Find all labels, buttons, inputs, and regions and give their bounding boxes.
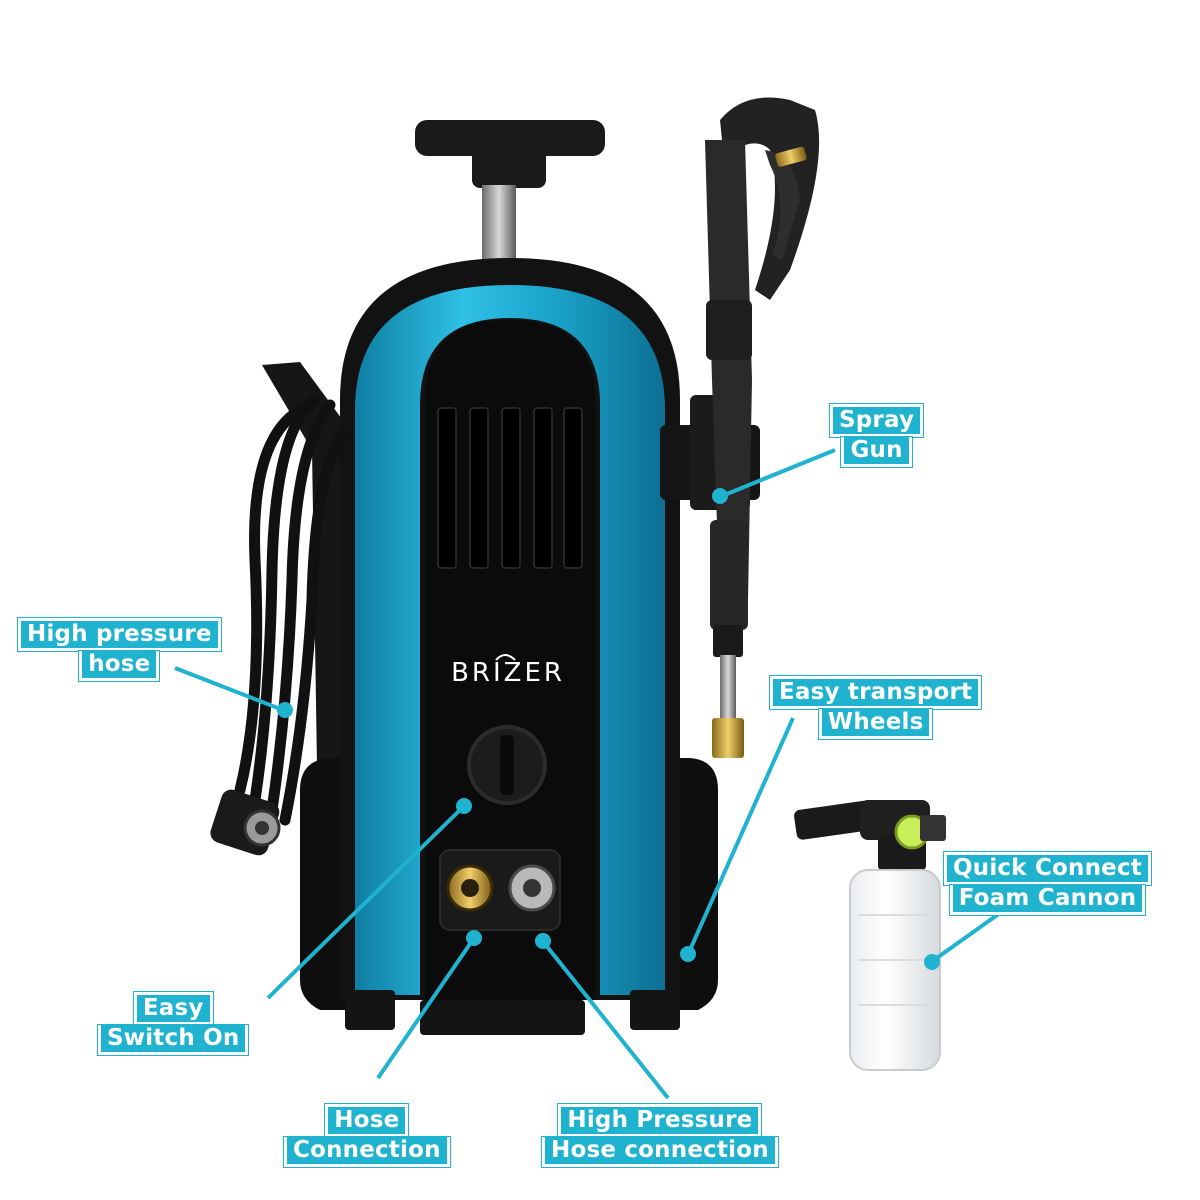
callout-easy-switch-on: Easy Switch On [98, 992, 249, 1055]
spray-gun[interactable] [660, 97, 820, 759]
callout-easy-transport-wheels: Easy transport Wheels [770, 676, 982, 739]
callout-line: Gun [841, 437, 912, 467]
gun-trigger[interactable] [765, 150, 800, 260]
callout-line: Connection [284, 1137, 450, 1167]
hose-coil [234, 394, 351, 826]
callout-line: Hose connection [542, 1137, 778, 1167]
callout-quick-connect-foam-cannon: Quick Connect Foam Cannon [944, 852, 1152, 915]
foam-cannon [794, 800, 946, 1071]
callout-line: Switch On [98, 1025, 249, 1055]
blue-band [355, 285, 665, 995]
callout-leaders [174, 448, 1002, 1100]
callout-line: hose [79, 651, 160, 681]
foam-cannon-nozzle [794, 800, 876, 840]
callout-line: High pressure [18, 618, 221, 651]
cooling-vents [437, 407, 583, 569]
foam-bottle [849, 869, 941, 1071]
callout-hose-connection: Hose Connection [284, 1104, 450, 1167]
callout-line: Foam Cannon [949, 885, 1146, 915]
callout-line: Spray [830, 404, 924, 437]
hose-fitting [210, 789, 281, 856]
callout-high-pressure-hose-connection: High Pressure Hose connection [542, 1104, 778, 1167]
callout-line: Easy [133, 992, 213, 1025]
callout-line: Quick Connect [944, 852, 1152, 885]
gun-wand [710, 520, 748, 630]
gun-grip [720, 97, 820, 300]
callout-line: Hose [325, 1104, 409, 1137]
callout-high-pressure-hose: High pressure hose [18, 618, 221, 681]
brand-logo: BRIZER [451, 658, 565, 688]
callout-line: Easy transport [770, 676, 982, 709]
telescopic-handle-grip[interactable] [415, 120, 605, 156]
callout-line: High Pressure [558, 1104, 762, 1137]
quick-connect-nozzle[interactable] [712, 718, 744, 758]
callout-spray-gun: Spray Gun [830, 404, 924, 467]
callout-line: Wheels [818, 709, 933, 739]
pressure-washer [262, 120, 718, 1035]
